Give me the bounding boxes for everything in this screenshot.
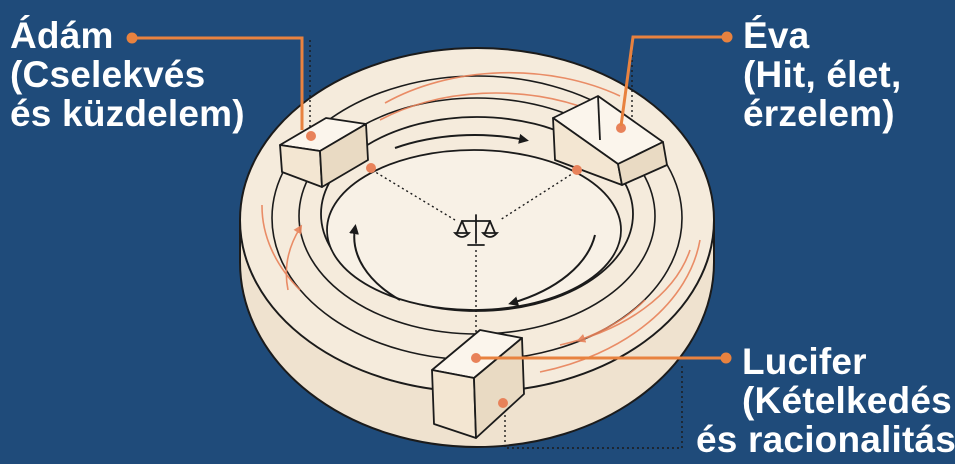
eva-name: Éva [743, 16, 901, 55]
eva-desc-line1: (Hit, élet, [743, 55, 901, 94]
lucifer-desc-line1: (Kételkedés [696, 381, 948, 420]
adam-name: Ádám [10, 16, 245, 55]
eva-label: Éva (Hit, élet, érzelem) [743, 16, 901, 133]
adam-desc-line2: és küzdelem) [10, 94, 245, 133]
adam-desc-line1: (Cselekvés [10, 55, 245, 94]
lucifer-desc-line2: és racionalitás) [696, 420, 948, 459]
adam-label: Ádám (Cselekvés és küzdelem) [10, 16, 245, 133]
lucifer-label: Lucifer (Kételkedés és racionalitás) [696, 342, 948, 459]
eva-desc-line2: érzelem) [743, 94, 901, 133]
lucifer-name: Lucifer [696, 342, 948, 381]
